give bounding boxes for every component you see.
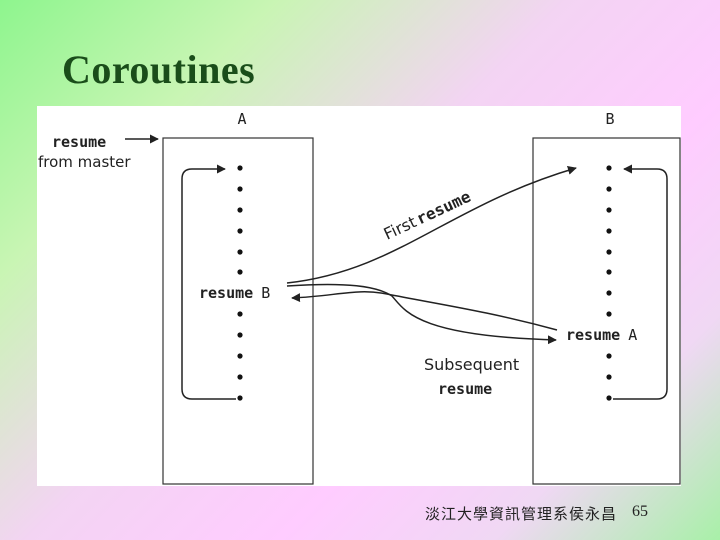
svg-text:First: First [381,212,420,243]
subsequent-resume-label: resume [438,380,492,398]
return-arrow [291,291,558,331]
footer-affiliation: 淡江大學資訊管理系侯永昌 [425,505,618,523]
svg-text:resume: resume [413,187,473,229]
page-number: 65 [632,503,648,520]
coroutine-b-box [532,137,681,485]
subsequent-label: Subsequent [424,355,519,374]
first-resume-arrow [286,165,577,284]
subsequent-resume-arrow [286,283,557,345]
coroutine-b-dots [606,165,612,401]
resume-entry-label: resume [52,133,106,151]
slide-title: Coroutines [62,47,256,92]
coroutine-b-label: B [605,110,614,128]
first-resume-label: First resume [381,187,474,244]
coroutine-a-dots [237,165,243,401]
coroutine-b-loop-arrow [613,164,668,400]
coroutine-a-box [162,137,314,485]
from-master-label: from master [38,153,131,171]
coroutine-a-loop-arrow [181,164,236,400]
coroutine-a-label: A [237,110,246,128]
